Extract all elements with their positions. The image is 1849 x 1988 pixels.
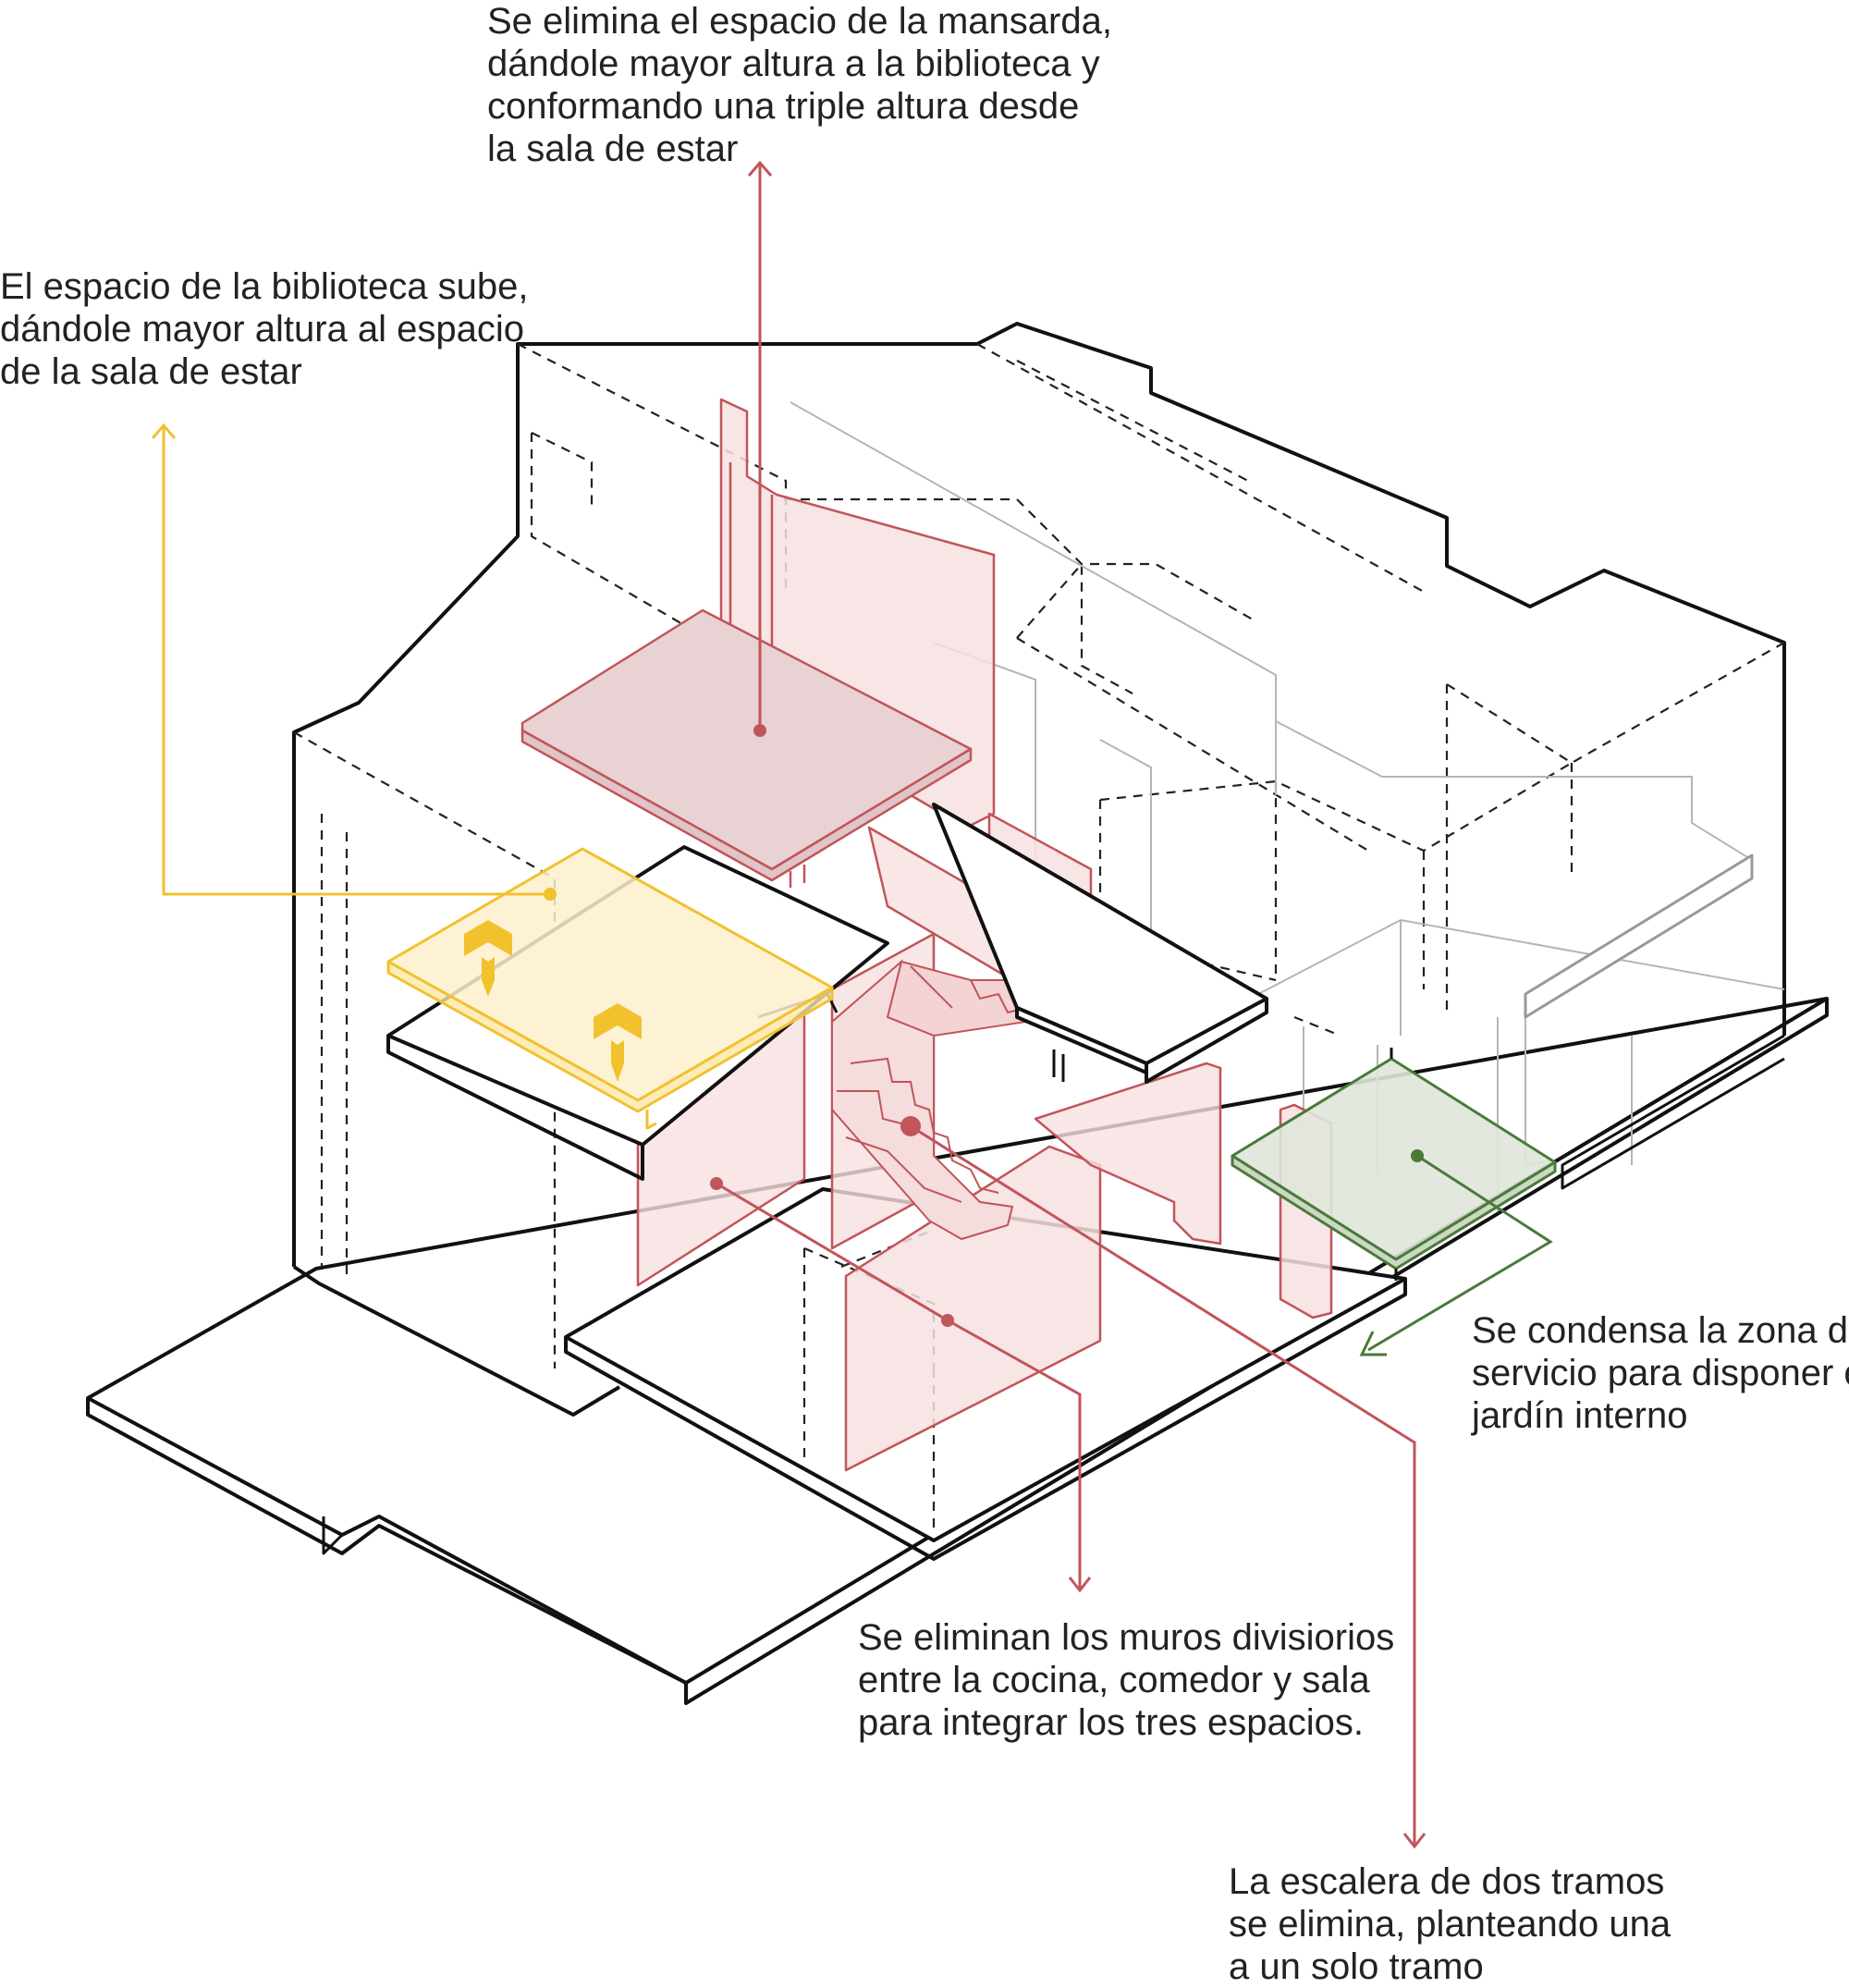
annotation-biblioteca: El espacio de la biblioteca sube, dándol… [0, 265, 528, 393]
annotation-line: servicio para disponer el [1472, 1353, 1849, 1393]
annotation-line: se elimina, planteando una [1229, 1904, 1671, 1945]
dot-marker-icon [544, 724, 1424, 1327]
annotation-line: Se condensa la zona de [1472, 1310, 1849, 1351]
annotation-line: dándole mayor altura a la biblioteca y [487, 43, 1100, 84]
annotation-servicio: Se condensa la zona de servicio para dis… [1472, 1309, 1849, 1437]
annotation-line: Se elimina el espacio de la mansarda, [487, 1, 1112, 42]
right-volume [1524, 853, 1785, 1190]
annotation-line: jardín interno [1472, 1395, 1688, 1436]
annotation-line: Se eliminan los muros divisiorios [858, 1617, 1395, 1658]
annotation-line: para integrar los tres espacios. [858, 1702, 1364, 1743]
library-slab [386, 847, 834, 1130]
up-chevron-arrow-icon [464, 920, 642, 1082]
annotation-line: la sala de estar [487, 129, 739, 169]
annotation-line: El espacio de la biblioteca sube, [0, 266, 529, 307]
annotation-line: a un solo tramo [1229, 1946, 1484, 1987]
annotation-line: La escalera de dos tramos [1229, 1861, 1665, 1902]
annotation-escalera: La escalera de dos tramos se elimina, pl… [1229, 1860, 1671, 1988]
annotation-mansarda: Se elimina el espacio de la mansarda, dá… [487, 0, 1112, 170]
leaders [151, 160, 1553, 1849]
annotation-line: conformando una triple altura desde [487, 86, 1080, 127]
annotation-line: entre la cocina, comedor y sala [858, 1660, 1370, 1700]
annotation-line: dándole mayor altura al espacio [0, 309, 525, 350]
interior-garden [1231, 1048, 1557, 1281]
annotation-muros: Se eliminan los muros divisiorios entre … [858, 1616, 1394, 1744]
annotation-line: de la sala de estar [0, 351, 302, 392]
